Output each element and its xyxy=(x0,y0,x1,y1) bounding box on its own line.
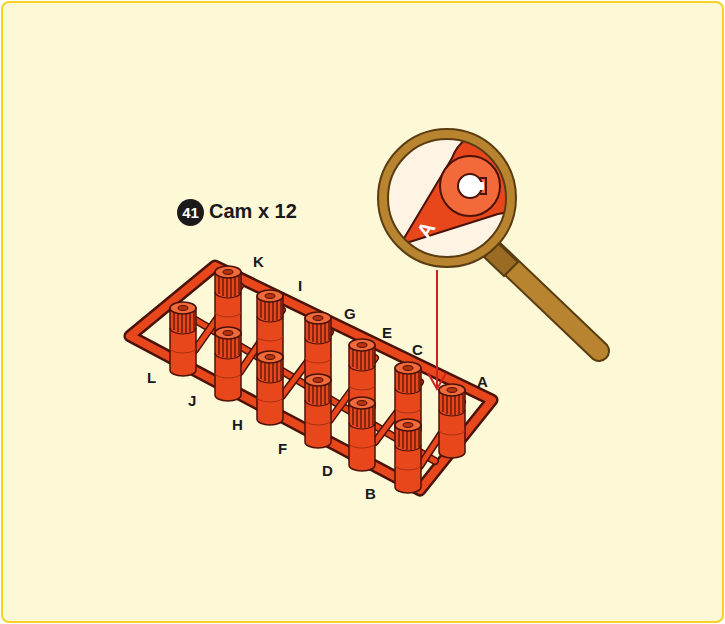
step-title: Cam x 12 xyxy=(209,201,297,221)
part-letter: K xyxy=(253,254,264,269)
part-letter: A xyxy=(477,374,488,389)
step-number: 41 xyxy=(177,199,204,226)
part-letter: C xyxy=(412,342,423,357)
part-letter: H xyxy=(232,417,243,432)
part-letter: E xyxy=(382,325,392,340)
part-letter: B xyxy=(365,486,376,501)
part-letter: L xyxy=(147,370,156,385)
part-letter: I xyxy=(298,278,302,293)
part-letter: J xyxy=(188,393,196,408)
part-letter: G xyxy=(344,306,356,321)
part-letter: F xyxy=(278,441,287,456)
part-letter: D xyxy=(322,463,333,478)
